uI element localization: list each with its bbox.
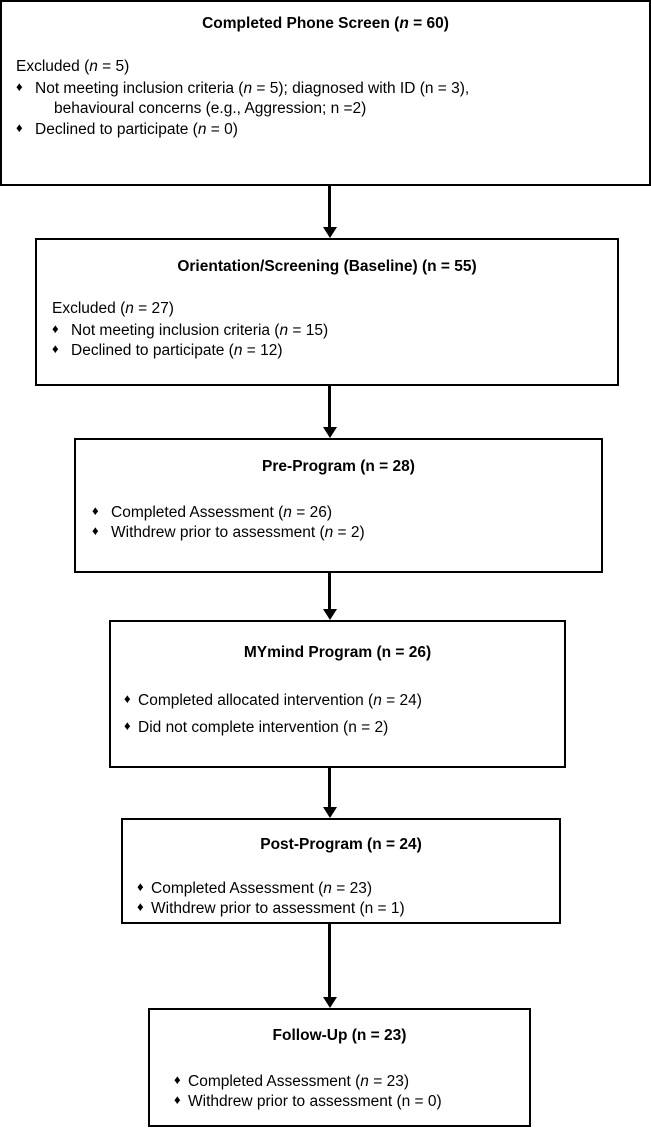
diamond-bullet-icon: ♦ <box>92 522 99 538</box>
italic-n: n <box>279 321 289 339</box>
diamond-bullet-icon: ♦ <box>174 1071 181 1087</box>
list-item: ♦Withdrew prior to assessment (n = 1) <box>137 898 405 917</box>
italic-n: n <box>125 299 134 317</box>
arrow-head-icon <box>322 609 337 620</box>
arrow-head-icon <box>322 997 337 1008</box>
node-bullet-list: ♦Completed Assessment (n = 23) ♦Withdrew… <box>174 1072 529 1112</box>
list-item: ♦Not meeting inclusion criteria (n = 15) <box>52 320 329 339</box>
node-body: ♦Completed Assessment (n = 23) ♦Withdrew… <box>174 1072 529 1112</box>
node-body: ♦Completed Assessment (n = 26) ♦Withdrew… <box>92 503 601 543</box>
arrow-head-icon <box>322 227 337 238</box>
arrow-stem <box>328 768 331 807</box>
node-body: ♦Completed allocated intervention (n = 2… <box>124 691 564 738</box>
list-item-continuation: behavioural concerns (e.g., Aggression; … <box>54 99 367 117</box>
node-title: Pre-Program (n = 28) <box>262 458 415 475</box>
italic-n: n <box>243 79 253 97</box>
list-item: ♦Completed Assessment (n = 26) <box>92 502 332 521</box>
diamond-bullet-icon: ♦ <box>137 898 144 914</box>
arrow-head-icon <box>322 427 337 438</box>
italic-n: n <box>283 503 292 521</box>
italic-n: n <box>360 1072 369 1090</box>
list-item: ♦Completed Assessment (n = 23) <box>137 878 372 897</box>
node-title: Completed Phone Screen (n = 60) <box>202 15 449 32</box>
diamond-bullet-icon: ♦ <box>16 120 23 136</box>
node-bullet-list: ♦Completed Assessment (n = 23) ♦Withdrew… <box>137 879 559 919</box>
node-bullet-list: ♦Completed allocated intervention (n = 2… <box>124 691 564 738</box>
list-item: ♦Not meeting inclusion criteria (n = 5);… <box>16 79 649 119</box>
italic-n: n <box>373 691 382 709</box>
list-item: ♦Withdrew prior to assessment (n = 0) <box>174 1091 442 1110</box>
list-item: ♦Declined to participate (n = 12) <box>52 340 283 359</box>
diamond-bullet-icon: ♦ <box>124 717 131 733</box>
diamond-bullet-icon: ♦ <box>92 502 99 518</box>
node-body: ♦Completed Assessment (n = 23) ♦Withdrew… <box>137 879 559 919</box>
node-title: Orientation/Screening (Baseline) (n = 55… <box>177 258 477 275</box>
node-bullet-list: ♦Not meeting inclusion criteria (n = 15)… <box>52 321 617 361</box>
italic-n: n <box>399 15 409 32</box>
node-title: Post-Program (n = 24) <box>260 836 422 853</box>
node-body: Excluded (n = 5) ♦Not meeting inclusion … <box>16 57 649 141</box>
node-bullet-list: ♦Completed Assessment (n = 26) ♦Withdrew… <box>92 503 601 543</box>
diamond-bullet-icon: ♦ <box>174 1091 181 1107</box>
italic-n: n <box>323 879 332 897</box>
italic-n: n <box>324 523 334 541</box>
flow-node-completed-phone-screen: Completed Phone Screen (n = 60) Excluded… <box>0 0 651 186</box>
italic-n: n <box>197 121 207 139</box>
flow-node-pre-program: Pre-Program (n = 28) ♦Completed Assessme… <box>74 438 603 573</box>
italic-n: n <box>89 57 98 75</box>
diamond-bullet-icon: ♦ <box>137 878 144 894</box>
diamond-bullet-icon: ♦ <box>52 320 59 336</box>
flow-node-post-program: Post-Program (n = 24) ♦Completed Assessm… <box>121 818 561 924</box>
diamond-bullet-icon: ♦ <box>52 340 59 356</box>
arrow-stem <box>328 186 331 227</box>
arrow-stem <box>328 573 331 609</box>
arrow-stem <box>328 924 331 997</box>
flow-node-follow-up: Follow-Up (n = 23) ♦Completed Assessment… <box>148 1008 531 1127</box>
diamond-bullet-icon: ♦ <box>124 690 131 706</box>
list-item: ♦Withdrew prior to assessment (n = 2) <box>92 522 365 541</box>
node-title: MYmind Program (n = 26) <box>243 644 432 661</box>
node-title: Follow-Up (n = 23) <box>272 1027 407 1044</box>
flow-node-mymind-program: MYmind Program (n = 26) ♦Completed alloc… <box>109 620 566 768</box>
node-lead: Excluded (n = 27) <box>52 299 174 317</box>
diamond-bullet-icon: ♦ <box>16 78 23 94</box>
arrow-stem <box>328 386 331 427</box>
list-item: ♦Declined to participate (n = 0) <box>16 120 238 139</box>
flow-node-orientation-screening-baseline: Orientation/Screening (Baseline) (n = 55… <box>35 238 619 386</box>
node-body: Excluded (n = 27) ♦Not meeting inclusion… <box>52 299 617 361</box>
list-item: ♦Completed allocated intervention (n = 2… <box>124 690 422 709</box>
node-bullet-list: ♦Not meeting inclusion criteria (n = 5);… <box>16 79 649 140</box>
list-item: ♦Did not complete intervention (n = 2) <box>124 717 389 736</box>
list-item: ♦Completed Assessment (n = 23) <box>174 1071 409 1090</box>
arrow-head-icon <box>322 807 337 818</box>
italic-n: n <box>233 341 243 359</box>
node-lead: Excluded (n = 5) <box>16 57 130 75</box>
